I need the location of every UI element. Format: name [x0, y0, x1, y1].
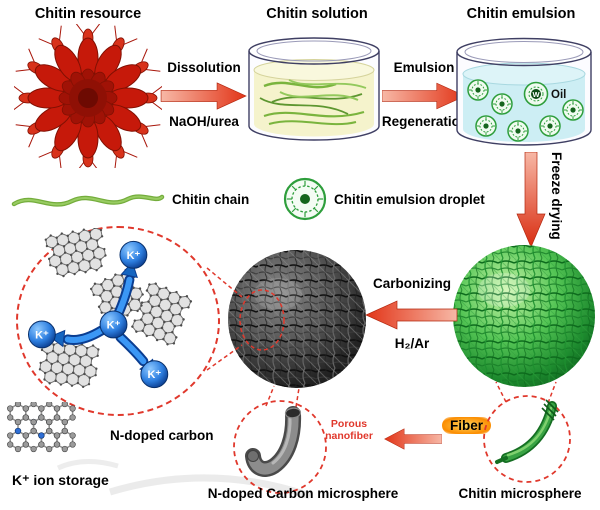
dissolution-label: Dissolution	[167, 60, 241, 75]
graphene-sheet	[131, 282, 193, 346]
svg-text:K⁺: K⁺	[35, 329, 49, 341]
emulsion-droplet-icon	[283, 177, 327, 221]
k-ion: K⁺	[99, 310, 128, 339]
crawfish-image	[14, 24, 162, 168]
graphene-sheet	[38, 339, 100, 389]
naoh-urea-label: NaOH/urea	[169, 114, 239, 129]
emulsion-droplet-label: Chitin emulsion droplet	[334, 192, 485, 207]
k-storage-zoom-content: K⁺ K⁺ K⁺ K⁺	[27, 226, 193, 389]
oil-label: Oil	[551, 89, 566, 101]
k-ion-storage-label: K⁺ ion storage	[12, 472, 109, 488]
porous-nanofiber-image	[233, 400, 327, 494]
chitin-chain-label: Chitin chain	[172, 192, 250, 207]
carbonizing-label: Carbonizing	[373, 276, 451, 291]
carbonizing-arrow	[365, 300, 458, 330]
dissolution-arrow	[160, 82, 247, 110]
chitin-fibers	[259, 79, 367, 126]
stage-title-chitin-resource: Chitin resource	[34, 6, 142, 22]
chitin-chain-icon	[11, 194, 165, 207]
stage-title-chitin-solution: Chitin solution	[266, 6, 368, 22]
stage-title-chitin-emulsion: Chitin emulsion	[466, 6, 576, 22]
chitin-fiber-image	[483, 395, 571, 483]
freeze-drying-label: Freeze drying	[549, 152, 564, 240]
fiber-label: Fiber	[442, 417, 492, 434]
emulsion-label: Emulsion	[393, 60, 455, 75]
carbon-microsphere-image	[228, 250, 366, 388]
porous-nanofiber-label: Porous nanofiber	[325, 418, 373, 443]
emulsion-arrow	[382, 82, 466, 110]
h2-ar-label: H₂/Ar	[394, 336, 430, 351]
regeneration-label: Regeneration	[381, 114, 469, 129]
chitin-microsphere-label: Chitin microsphere	[458, 486, 582, 501]
k-ion: K⁺	[140, 360, 169, 389]
water-droplet: W	[523, 81, 549, 107]
freeze-drying-arrow	[516, 152, 546, 248]
svg-text:K⁺: K⁺	[127, 250, 141, 262]
k-ion: K⁺	[27, 320, 56, 349]
fiber-arrow	[384, 428, 442, 450]
n-doped-carbon-molecule	[7, 402, 76, 453]
svg-text:K⁺: K⁺	[147, 369, 161, 381]
chitin-emulsion-dish: W Oil	[456, 37, 592, 146]
k-ion: K⁺	[119, 240, 148, 269]
chitin-solution-dish	[248, 37, 380, 141]
svg-text:K⁺: K⁺	[107, 319, 121, 331]
carbon-microsphere-label: N-doped Carbon microsphere	[207, 486, 399, 501]
graphene-sheet	[44, 226, 107, 278]
chitin-microsphere-image	[453, 245, 595, 387]
k-storage-zoom-circle: K⁺ K⁺ K⁺ K⁺	[16, 226, 220, 416]
emulsion-droplets: W Oil	[467, 79, 584, 142]
water-droplet-label: W	[532, 90, 540, 99]
n-doped-carbon-label: N-doped carbon	[110, 428, 214, 443]
